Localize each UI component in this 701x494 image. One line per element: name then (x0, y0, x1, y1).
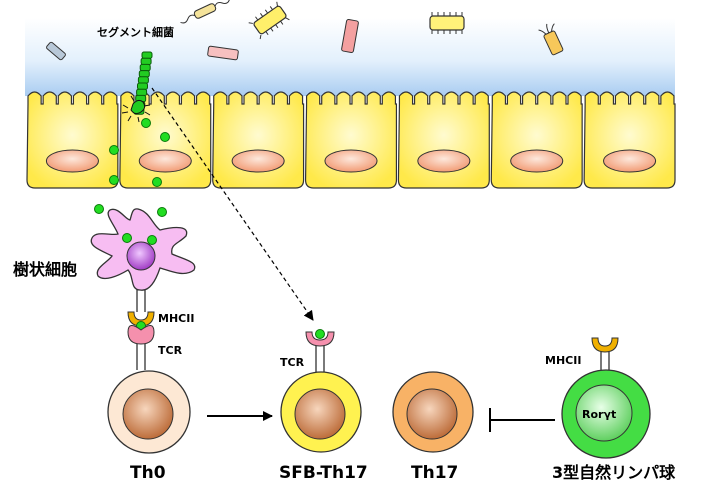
bacterium-small-gray (46, 41, 66, 61)
dc-mhcii (127, 290, 155, 370)
epithelial-cell (26, 91, 119, 189)
bacterium-flagellated-top (180, 0, 230, 24)
bacterium-pink-rod (207, 45, 239, 61)
sfb-segment (140, 57, 152, 66)
dendritic-cell (90, 208, 196, 291)
tcr-label-sfb-th17: TCR (280, 356, 305, 369)
antigen-dot (109, 175, 119, 185)
dashed-arrow-sfb-to-tcr (151, 87, 314, 321)
bacterium-pink-tall (341, 19, 359, 53)
sfb-th17-tcr (305, 329, 335, 372)
antigen-dot (157, 207, 167, 217)
antigen-dot (141, 118, 151, 128)
sfb-segment (141, 51, 153, 59)
antigen-dot (160, 132, 170, 142)
antigen-dot (122, 233, 132, 243)
sfb-segment (139, 63, 151, 72)
sfb-segment (136, 88, 148, 97)
tcr-th0-head (127, 325, 155, 345)
bacterium-spiky-right (429, 12, 465, 34)
mhcii-label-dc: MHCII (158, 312, 194, 325)
antigen-dot (94, 204, 104, 214)
sfb-th17-cell (280, 371, 362, 453)
rorgt-label: Rorγt (582, 408, 616, 421)
epithelial-cell (490, 91, 583, 189)
sfb-th17-label: SFB-Th17 (279, 463, 368, 483)
epithelial-cell (583, 91, 676, 189)
bacterium-spiky-left (248, 1, 290, 40)
antigen-particles (94, 118, 170, 217)
mhcii-cup (127, 311, 155, 327)
th0-label: Th0 (130, 463, 166, 483)
epithelial-nucleus (510, 149, 564, 173)
epithelial-cell (212, 91, 305, 189)
th17-cell (392, 371, 474, 453)
epithelial-nucleus (138, 149, 192, 173)
segmented-bacteria (121, 51, 153, 123)
epithelial-cell (304, 91, 398, 189)
lumen-bacteria (46, 0, 564, 61)
antigen-dot (152, 177, 162, 187)
antigen-dot (315, 329, 325, 339)
antigen-dot (147, 235, 157, 245)
epithelial-nucleus (417, 149, 471, 173)
dendritic-cell-label: 樹状細胞 (13, 260, 77, 279)
tcr-label-th0: TCR (158, 344, 183, 357)
segmented-bacteria-label: セグメント細菌 (97, 25, 174, 39)
mhcii-label-ilc3: MHCII (545, 354, 581, 367)
sfb-attachment-tip (121, 95, 151, 123)
antigen-dot (109, 145, 119, 155)
ilc3-cell (561, 369, 651, 459)
epithelial-nucleus (45, 149, 99, 173)
epithelium (26, 91, 676, 189)
epithelial-cell (397, 91, 490, 189)
epithelial-nucleus (231, 149, 285, 173)
sfb-segment (137, 76, 149, 84)
dendritic-cell-nucleus (126, 241, 156, 271)
ilc3-label: 3型自然リンパ球 (552, 463, 676, 482)
th17-label: Th17 (411, 463, 458, 483)
inhibition-ilc3-to-th17 (489, 408, 555, 432)
th0-cell (107, 370, 191, 454)
sfb-segment (138, 70, 150, 78)
bacterium-flagellated-right (538, 23, 564, 56)
sfb-segment (137, 82, 148, 90)
epithelial-nucleus (324, 149, 378, 173)
ilc3-mhcii (591, 337, 619, 374)
epithelial-nucleus (603, 149, 657, 173)
